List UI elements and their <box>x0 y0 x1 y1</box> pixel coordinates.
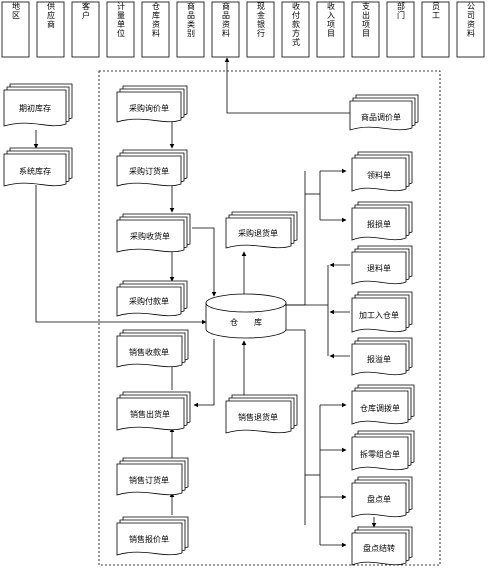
doc-material-requisition: 领料单 <box>351 151 413 192</box>
doc-purchase-inquiry: 采购询价单 <box>116 85 188 123</box>
master-data-label: 计量单位 <box>117 1 125 38</box>
doc-label: 采购付款单 <box>129 296 169 306</box>
doc-initial-stock: 期初库存 <box>3 83 73 127</box>
doc-processing-inbound: 加工入仓单 <box>351 291 413 333</box>
master-data-item: 收入项目 <box>316 1 345 58</box>
doc-label: 采购询价单 <box>129 103 169 113</box>
doc-label: 销售出货单 <box>130 409 170 419</box>
doc-label: 报溢单 <box>367 354 391 364</box>
master-data-label: 公司资料 <box>467 2 475 38</box>
master-data-item: 地区 <box>1 1 30 58</box>
doc-purchase-payment: 采购付款单 <box>116 280 188 317</box>
master-data-item: 仓库资料 <box>141 1 170 58</box>
master-data-item: 客户 <box>71 1 100 58</box>
doc-purchase-receipt: 采购收货单 <box>116 213 191 253</box>
master-data-label: 商品资料 <box>222 1 230 38</box>
doc-label: 退料单 <box>367 263 391 273</box>
doc-purchase-order: 采购订货单 <box>116 149 188 187</box>
master-data-row: 地区 供应商 客户 计量单位 仓库资料 商品类别 商品资料 现金银行 <box>1 1 485 58</box>
doc-label: 商品调价单 <box>361 112 401 122</box>
doc-sales-delivery: 销售出货单 <box>116 391 191 431</box>
doc-label: 系统库存 <box>19 166 51 176</box>
master-data-item: 员工 <box>421 1 450 58</box>
doc-label: 销售订货单 <box>129 475 169 485</box>
master-data-item: 商品类别 <box>176 1 205 58</box>
master-data-item: 收付款方式 <box>281 1 310 58</box>
master-data-item: 公司资料 <box>456 1 485 58</box>
doc-overflow-report: 报溢单 <box>351 337 413 376</box>
doc-label: 盘点单 <box>367 494 391 504</box>
doc-label: 仓库调拨单 <box>360 403 400 413</box>
doc-label: 报损单 <box>367 219 391 229</box>
doc-sales-collection: 销售收款单 <box>116 329 189 368</box>
doc-sales-return: 销售退货单 <box>225 394 298 434</box>
master-data-label: 支出项目 <box>362 1 370 38</box>
doc-purchase-return: 采购退货单 <box>225 211 298 249</box>
doc-stocktake-carryover: 盘点结转 <box>351 526 413 566</box>
doc-sales-quote: 销售报价单 <box>116 516 189 556</box>
master-data-label: 供应商 <box>47 1 55 29</box>
master-data-item: 现金银行 <box>246 1 275 58</box>
doc-label: 盘点结转 <box>363 543 395 553</box>
doc-label: 领料单 <box>367 170 391 180</box>
doc-sales-order: 销售订货单 <box>116 457 189 496</box>
master-data-label: 员工 <box>432 2 440 20</box>
master-data-label: 部门 <box>397 1 405 20</box>
master-data-item: 支出项目 <box>351 1 380 58</box>
doc-label: 采购退货单 <box>238 228 278 238</box>
master-data-label: 现金银行 <box>257 2 265 38</box>
master-data-label: 客户 <box>82 1 90 20</box>
doc-material-return: 退料单 <box>351 245 413 285</box>
system-boundary <box>98 70 441 566</box>
master-data-label: 仓库资料 <box>152 1 160 38</box>
master-data-label: 收付款方式 <box>292 1 300 47</box>
warehouse-label: 仓 库 <box>230 317 262 327</box>
doc-label: 期初库存 <box>19 103 51 113</box>
doc-label: 加工入仓单 <box>359 310 399 320</box>
doc-label: 销售报价单 <box>129 534 169 544</box>
doc-label: 拆零组合单 <box>360 449 400 459</box>
master-data-item: 部门 <box>386 1 415 58</box>
warehouse-cylinder: 仓 库 <box>205 293 287 339</box>
doc-label: 销售收款单 <box>129 347 169 357</box>
master-data-label: 收入项目 <box>327 1 335 38</box>
doc-stocktake: 盘点单 <box>351 476 413 518</box>
master-data-item: 供应商 <box>36 1 65 58</box>
master-data-item: 计量单位 <box>106 1 135 58</box>
doc-warehouse-transfer: 仓库调拨单 <box>351 384 415 425</box>
connectors <box>33 57 377 548</box>
doc-label: 销售退货单 <box>238 412 278 422</box>
master-data-item: 商品资料 <box>211 1 240 58</box>
doc-loss-report: 报损单 <box>351 201 413 241</box>
doc-label: 采购订货单 <box>129 166 169 176</box>
doc-label: 采购收货单 <box>130 231 170 241</box>
doc-split-combine: 拆零组合单 <box>351 430 415 471</box>
master-data-label: 地区 <box>12 1 20 20</box>
doc-price-adjust: 商品调价单 <box>349 94 419 131</box>
master-data-label: 商品类别 <box>187 1 195 38</box>
doc-system-stock: 系统库存 <box>3 147 73 187</box>
